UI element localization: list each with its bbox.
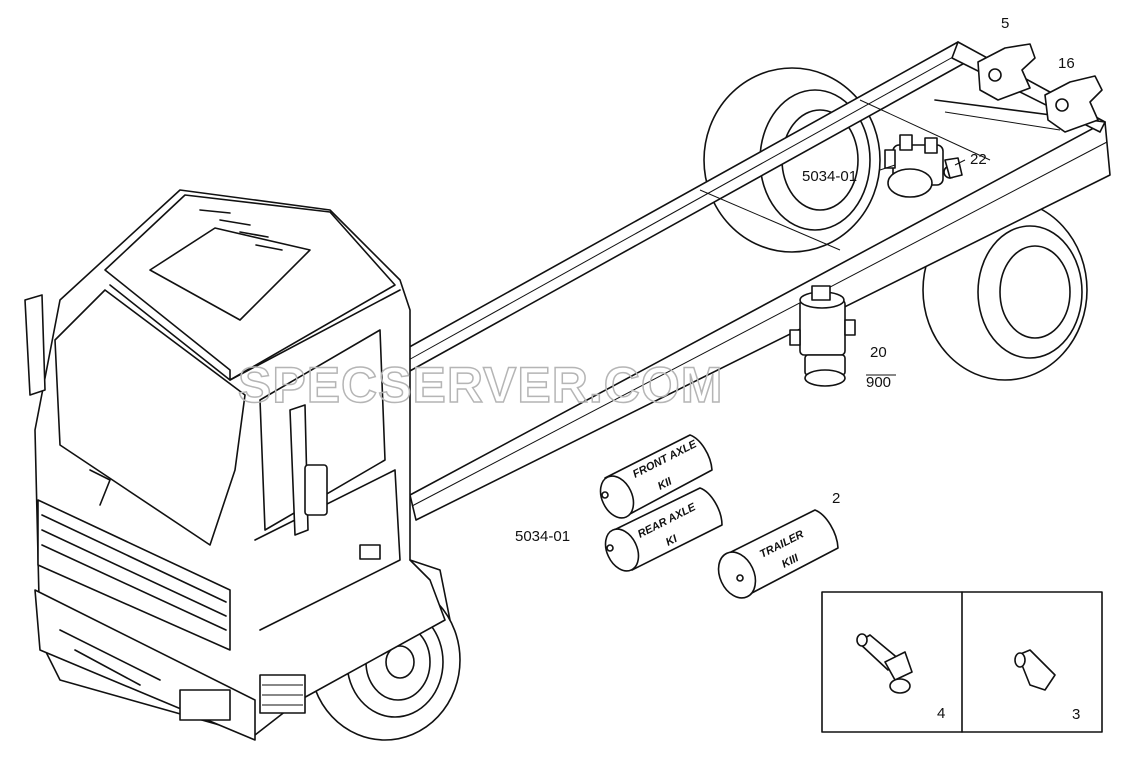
label-22: 22: [970, 151, 987, 168]
tank-trailer: TRAILER KIII: [717, 509, 839, 599]
leader-lines: [866, 159, 966, 376]
label-16: 16: [1058, 55, 1075, 72]
rear-wheel-upper: [703, 67, 881, 253]
label-3: 3: [1072, 706, 1080, 723]
label-2: 2: [832, 490, 840, 507]
sensor-4: [856, 633, 913, 694]
watermark: SPECSERVER.COM: [238, 357, 723, 413]
inset-box: [821, 591, 1103, 733]
valve-20-900: [789, 285, 856, 387]
valve-5034-01-top: [884, 134, 957, 198]
truck-cab: [24, 189, 451, 741]
label-5: 5: [1001, 15, 1009, 32]
fitting-22: [944, 157, 963, 179]
sensor-3: [1014, 649, 1056, 691]
label-900: 900: [866, 374, 891, 391]
tank-rear-axle: REAR AXLE KI: [604, 487, 723, 572]
bracket-16: [1044, 75, 1103, 133]
tank-front-axle: FRONT AXLE KII: [599, 434, 713, 519]
label-5034-01-top: 5034-01: [802, 168, 857, 185]
label-4: 4: [937, 705, 945, 722]
label-5034-01-bottom: 5034-01: [515, 528, 570, 545]
label-20: 20: [870, 344, 887, 361]
bracket-5: [977, 43, 1036, 101]
